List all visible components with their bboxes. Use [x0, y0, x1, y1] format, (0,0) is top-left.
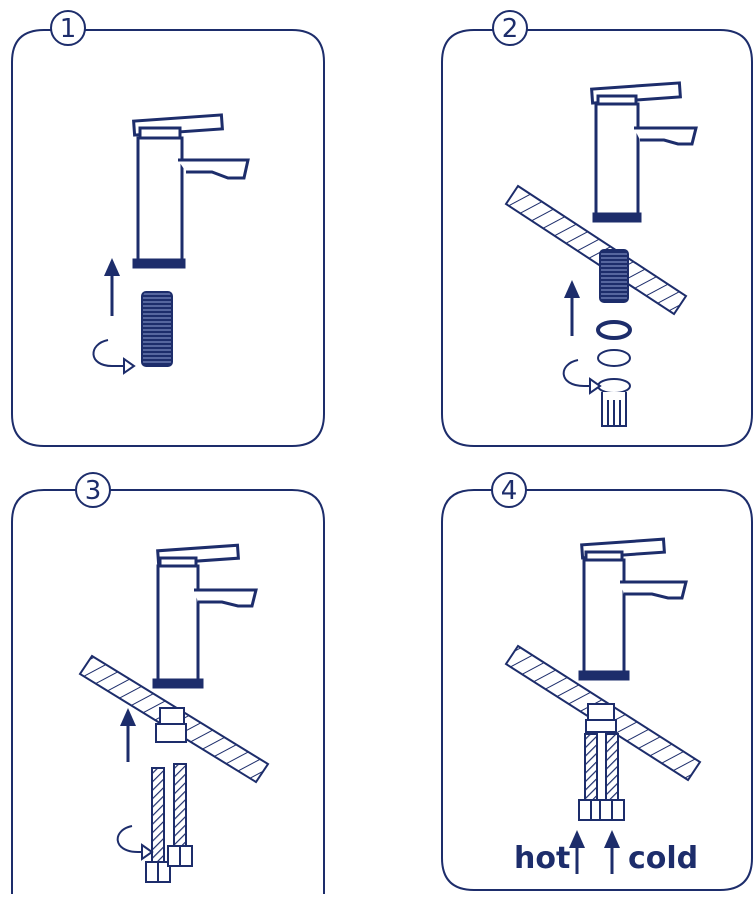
step-4-frame: [441, 489, 753, 891]
up-arrow-icon: [120, 708, 136, 762]
step-2-badge: [492, 10, 528, 46]
flexible-hose-icon: [167, 763, 193, 867]
adapter-icon: [585, 703, 617, 733]
washer-icon: [596, 320, 632, 367]
step-4-panel: 4: [441, 472, 753, 891]
flexible-hose-icon: [599, 733, 625, 821]
hot-label: hot: [514, 841, 570, 876]
step-1-number: 1: [60, 14, 77, 44]
up-arrow-icon: [604, 830, 620, 874]
adapter-icon: [155, 707, 187, 743]
flexible-hose-icon: [145, 767, 171, 883]
nut-icon: [597, 378, 631, 427]
step-2-number: 2: [502, 14, 519, 44]
faucet-icon: [132, 113, 250, 269]
step-1-panel: 1: [11, 10, 325, 447]
step-4-badge: [491, 472, 527, 508]
flexible-hose-icon: [578, 733, 604, 821]
faucet-icon: [590, 81, 698, 223]
step-3-badge: [75, 472, 111, 508]
step-2-panel: 2: [441, 10, 753, 447]
faucet-icon: [578, 537, 688, 681]
up-arrow-icon: [104, 258, 120, 316]
threaded-stud-icon: [141, 291, 173, 367]
up-arrow-icon: [569, 830, 585, 874]
step-1-frame: [11, 29, 325, 447]
rotate-arrow-icon: [116, 825, 154, 861]
step-1-badge: [50, 10, 86, 46]
threaded-stud-icon: [599, 249, 629, 303]
cold-label: cold: [628, 841, 698, 876]
step-3-panel: 3: [11, 472, 325, 894]
rotate-arrow-icon: [562, 359, 602, 395]
step-2-frame: [441, 29, 753, 447]
step-3-frame: [11, 489, 325, 894]
faucet-icon: [152, 543, 258, 689]
rotate-arrow-icon: [92, 339, 136, 375]
countertop-icon: [504, 184, 688, 316]
step-4-number: 4: [501, 476, 518, 506]
step-3-number: 3: [85, 476, 102, 506]
up-arrow-icon: [564, 280, 580, 336]
